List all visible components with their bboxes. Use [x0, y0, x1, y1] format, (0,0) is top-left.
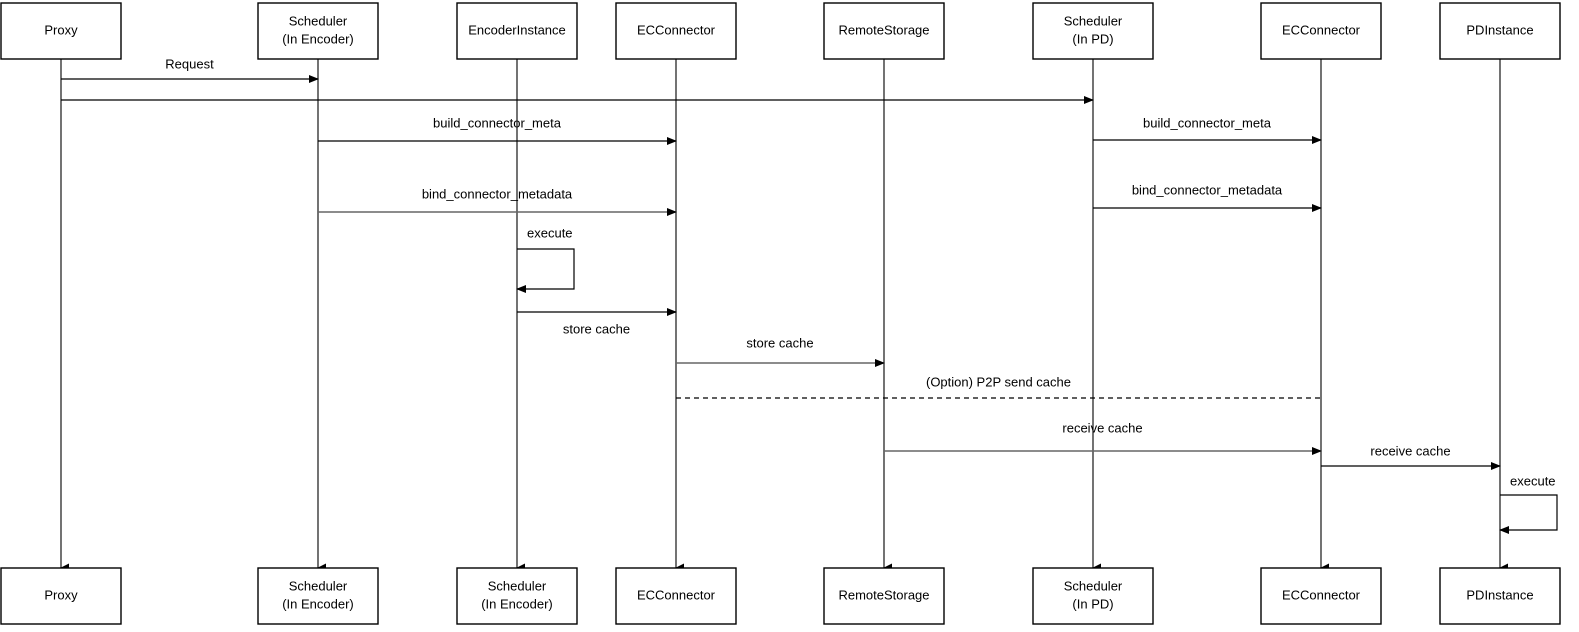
participant-label-proxy: Proxy — [44, 22, 78, 37]
message-label-m4: build_connector_meta — [1143, 115, 1272, 130]
message-m8: store cache — [676, 335, 885, 367]
lifelines-layer — [60, 59, 1508, 573]
participant-label-sched-encoder: Scheduler — [289, 578, 348, 593]
participant-box-sched-pd — [1032, 2, 1154, 60]
participant-top-ecconnector-2: ECConnector — [1260, 2, 1382, 60]
participant-label-ecconnector-1: ECConnector — [637, 22, 716, 37]
participant-top-encoder-inst: EncoderInstance — [456, 2, 578, 60]
participant-top-sched-pd: Scheduler (In PD) — [1032, 2, 1154, 60]
message-m7: store cache — [517, 308, 677, 336]
message-label-m7: store cache — [563, 321, 630, 336]
participant-box-ecconnector-1 — [615, 2, 737, 60]
message-m9: (Option) P2P send cache — [676, 374, 1321, 399]
self-message-s1: execute — [516, 225, 575, 293]
message-m3: build_connector_meta — [318, 115, 677, 145]
participant-box-encoder-inst — [456, 567, 578, 625]
message-m11: receive cache — [1321, 443, 1501, 470]
self-message-path-s2 — [1499, 494, 1558, 534]
message-label-m9: (Option) P2P send cache — [926, 374, 1071, 389]
participant-top-pdinstance: PDInstance — [1439, 2, 1561, 60]
participant-box-remotestorage — [823, 567, 945, 625]
self-message-label-s1: execute — [527, 225, 573, 240]
participant-bottom-ecconnector-1: ECConnector — [615, 567, 737, 625]
participant-box-remotestorage — [823, 2, 945, 60]
participant-box-sched-encoder — [257, 2, 379, 60]
participant-label-encoder-inst: Scheduler — [488, 578, 547, 593]
participant-sublabel-sched-pd: (In PD) — [1072, 596, 1113, 611]
participant-label-pdinstance: PDInstance — [1466, 587, 1533, 602]
participant-label-encoder-inst: EncoderInstance — [468, 22, 566, 37]
message-label-m8: store cache — [746, 335, 813, 350]
participant-box-ecconnector-1 — [615, 567, 737, 625]
message-label-m6: bind_connector_metadata — [1132, 182, 1283, 197]
message-m6: bind_connector_metadata — [1093, 182, 1322, 212]
message-label-m10: receive cache — [1062, 420, 1142, 435]
participant-bottom-remotestorage: RemoteStorage — [823, 567, 945, 625]
message-m1: Request — [61, 56, 319, 83]
participant-sublabel-sched-encoder: (In Encoder) — [282, 596, 354, 611]
message-label-m11: receive cache — [1370, 443, 1450, 458]
message-label-m1: Request — [165, 56, 214, 71]
participant-box-sched-encoder — [257, 567, 379, 625]
participant-label-sched-encoder: Scheduler — [289, 13, 348, 28]
participant-bottom-pdinstance: PDInstance — [1439, 567, 1561, 625]
participant-bottom-proxy: Proxy — [0, 567, 122, 625]
participant-bottom-ecconnector-2: ECConnector — [1260, 567, 1382, 625]
message-m10: receive cache — [884, 420, 1322, 455]
participant-top-ecconnector-1: ECConnector — [615, 2, 737, 60]
participant-label-pdinstance: PDInstance — [1466, 22, 1533, 37]
participant-label-ecconnector-1: ECConnector — [637, 587, 716, 602]
participant-box-proxy — [0, 567, 122, 625]
participant-sublabel-sched-encoder: (In Encoder) — [282, 31, 354, 46]
participant-box-pdinstance — [1439, 567, 1561, 625]
self-message-s2: execute — [1499, 473, 1558, 534]
participant-top-remotestorage: RemoteStorage — [823, 2, 945, 60]
self-message-label-s2: execute — [1510, 473, 1556, 488]
participant-box-ecconnector-2 — [1260, 2, 1382, 60]
messages-layer: Request build_connector_meta build_connect… — [61, 56, 1501, 470]
participant-label-ecconnector-2: ECConnector — [1282, 587, 1361, 602]
participant-label-remotestorage: RemoteStorage — [838, 587, 929, 602]
participant-bottom-sched-encoder: Scheduler (In Encoder) — [257, 567, 379, 625]
message-label-m3: build_connector_meta — [433, 115, 562, 130]
participant-box-sched-pd — [1032, 567, 1154, 625]
participant-box-pdinstance — [1439, 2, 1561, 60]
participant-box-ecconnector-2 — [1260, 567, 1382, 625]
participant-top-sched-encoder: Scheduler (In Encoder) — [257, 2, 379, 60]
participant-label-remotestorage: RemoteStorage — [838, 22, 929, 37]
participant-bottom-encoder-inst: Scheduler (In Encoder) — [456, 567, 578, 625]
message-m4: build_connector_meta — [1093, 115, 1322, 144]
message-m5: bind_connector_metadata — [318, 186, 677, 216]
participant-bottom-sched-pd: Scheduler (In PD) — [1032, 567, 1154, 625]
participant-label-sched-pd: Scheduler — [1064, 578, 1123, 593]
participant-top-proxy: Proxy — [0, 2, 122, 60]
participant-label-sched-pd: Scheduler — [1064, 13, 1123, 28]
participant-sublabel-sched-pd: (In PD) — [1072, 31, 1113, 46]
participant-label-ecconnector-2: ECConnector — [1282, 22, 1361, 37]
participant-box-proxy — [0, 2, 122, 60]
self-messages-layer: execute execute — [516, 225, 1558, 534]
message-label-m5: bind_connector_metadata — [422, 186, 573, 201]
self-message-path-s1 — [516, 248, 575, 293]
participant-label-proxy: Proxy — [44, 587, 78, 602]
participant-box-encoder-inst — [456, 2, 578, 60]
participant-sublabel-encoder-inst: (In Encoder) — [481, 596, 553, 611]
